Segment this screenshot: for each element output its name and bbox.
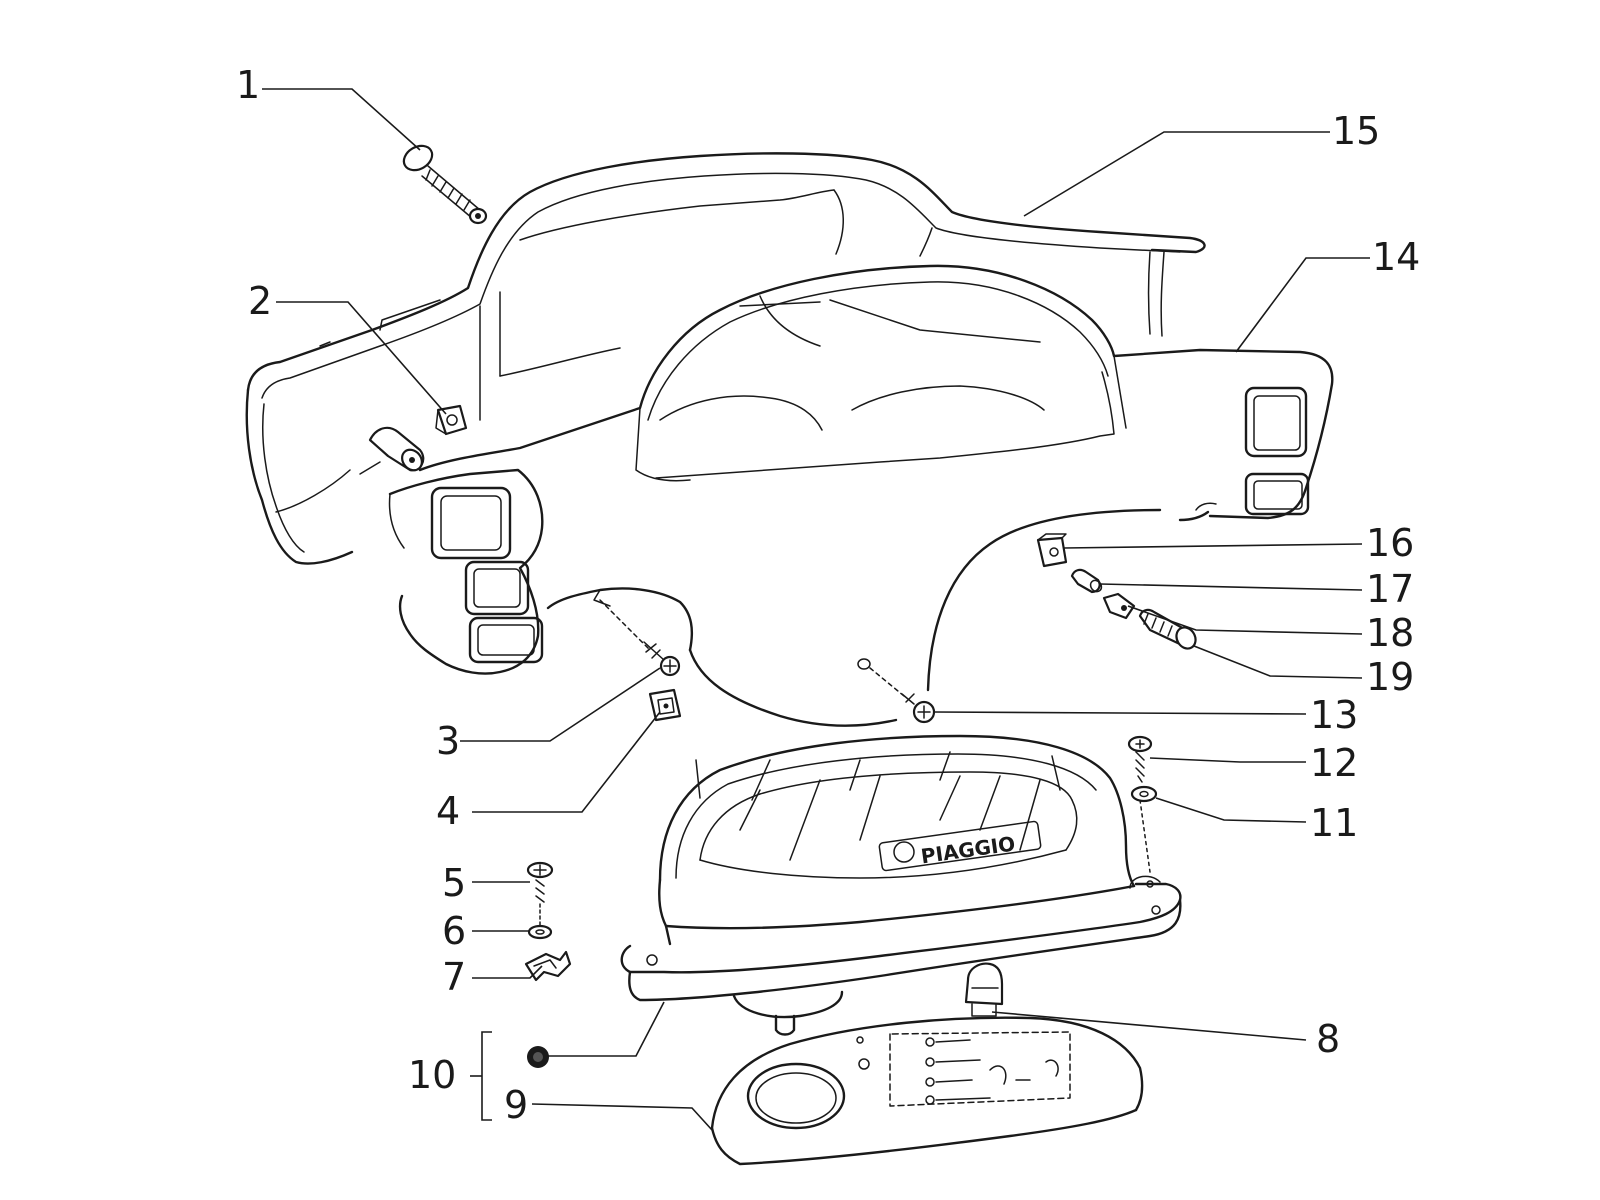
leader-12 bbox=[1149, 757, 1306, 763]
leader-8 bbox=[991, 1011, 1307, 1041]
callout-14: 14 bbox=[1372, 235, 1420, 279]
leader-1 bbox=[262, 88, 421, 151]
callout-15: 15 bbox=[1332, 109, 1380, 153]
leader-15 bbox=[1023, 131, 1330, 217]
leader-18 bbox=[1127, 605, 1363, 635]
leader-16 bbox=[1063, 543, 1363, 549]
part-12-screw bbox=[1127, 735, 1153, 873]
callout-17: 17 bbox=[1366, 567, 1414, 611]
leader-19 bbox=[1193, 645, 1363, 679]
part-2-clip-nut bbox=[435, 404, 468, 436]
callout-16: 16 bbox=[1366, 521, 1414, 565]
part-18-grommet bbox=[1102, 592, 1136, 620]
part-11-washer bbox=[1130, 785, 1158, 803]
callout-1: 1 bbox=[236, 63, 260, 107]
part-19-screw bbox=[1138, 608, 1197, 650]
part-13-screw bbox=[857, 658, 936, 724]
part-7-clip-nut bbox=[524, 950, 572, 982]
callout-3: 3 bbox=[436, 719, 460, 763]
callout-6: 6 bbox=[442, 909, 466, 953]
callout-11: 11 bbox=[1310, 801, 1358, 845]
part-8-bulb bbox=[964, 962, 1004, 1017]
part-6-washer bbox=[527, 924, 553, 940]
callout-5: 5 bbox=[442, 861, 466, 905]
leader-9 bbox=[531, 1103, 713, 1131]
callout-18: 18 bbox=[1366, 611, 1414, 655]
callout-labels: 1 2 3 4 5 6 7 8 9 10 11 12 13 14 15 16 1… bbox=[236, 63, 1420, 1127]
leader-3 bbox=[460, 667, 661, 742]
callout-2: 2 bbox=[248, 279, 272, 323]
callout-7: 7 bbox=[442, 955, 466, 999]
part-14-front-handlebar-cover bbox=[388, 264, 1334, 727]
spacer-tube bbox=[359, 426, 425, 475]
leader-2 bbox=[276, 301, 447, 415]
leader-10 bbox=[548, 1001, 665, 1057]
callout-10: 10 bbox=[408, 1053, 456, 1097]
part-3-screw bbox=[599, 599, 681, 677]
part-10-grommet bbox=[527, 1046, 549, 1068]
instrument-cluster: PIAGGIO bbox=[620, 734, 1182, 1036]
callout-8: 8 bbox=[1316, 1017, 1340, 1061]
leader-lines bbox=[262, 88, 1370, 1131]
part-16-clip bbox=[1036, 533, 1068, 568]
callout-9: 9 bbox=[504, 1083, 528, 1127]
leader-14 bbox=[1235, 257, 1370, 353]
leader-4 bbox=[472, 711, 661, 813]
leader-7 bbox=[472, 965, 543, 979]
bracket-10 bbox=[481, 1031, 492, 1121]
leader-17 bbox=[1099, 583, 1363, 591]
part-15-rear-handlebar-cover bbox=[245, 152, 1206, 565]
part-9-indicator-panel bbox=[710, 1016, 1144, 1166]
leader-13 bbox=[933, 711, 1307, 715]
part-1-screw bbox=[402, 144, 488, 225]
callout-19: 19 bbox=[1366, 655, 1414, 699]
leader-11 bbox=[1155, 797, 1307, 823]
callout-4: 4 bbox=[436, 789, 460, 833]
part-17-spacer bbox=[1070, 568, 1103, 594]
part-4-clip-nut bbox=[648, 688, 682, 722]
callout-12: 12 bbox=[1310, 741, 1358, 785]
piaggio-logo: PIAGGIO bbox=[919, 831, 1016, 868]
callout-13: 13 bbox=[1310, 693, 1358, 737]
part-5-screw bbox=[526, 861, 554, 927]
